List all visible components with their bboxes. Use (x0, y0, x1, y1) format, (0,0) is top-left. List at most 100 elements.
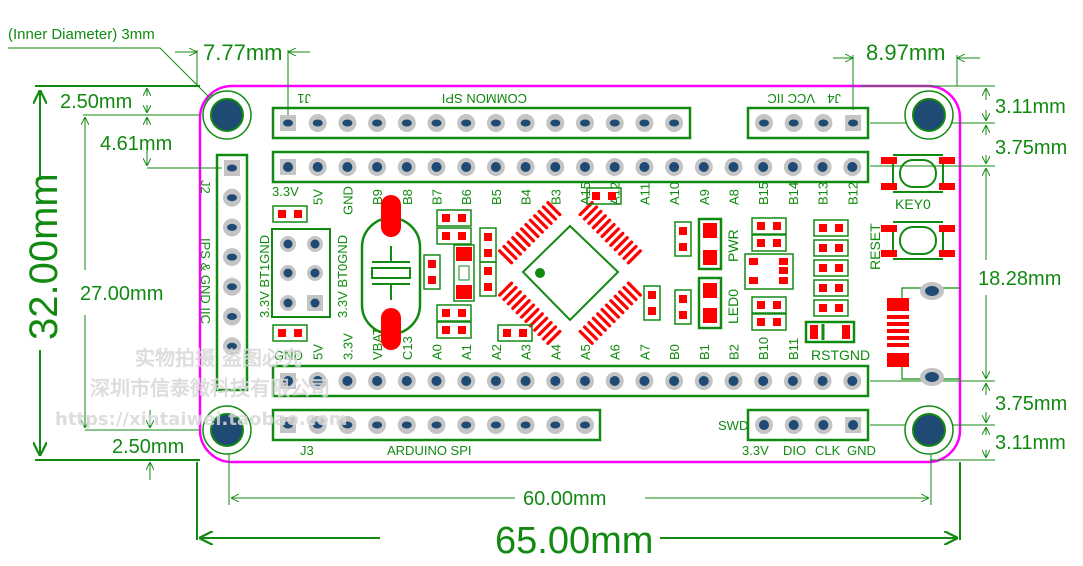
capacitor (436, 209, 472, 227)
top-row-pin (665, 158, 684, 176)
bottom-row-pin (694, 372, 713, 390)
mcu-lqfp48 (498, 201, 642, 345)
j3-pin (486, 416, 505, 434)
mcu-pin (498, 281, 514, 297)
bottom-row-pin (457, 372, 476, 390)
capacitor (272, 324, 308, 342)
j1-ref: J1 (297, 91, 311, 106)
top-row-pin-label: B3 (548, 189, 563, 205)
top-row-pin-label: B9 (370, 189, 385, 205)
j3-pin (280, 417, 296, 433)
watermark-line-3: https://xintaiwei.taobao.com (55, 409, 347, 430)
bottom-row-pin (813, 372, 832, 390)
hole-to-j2-label: 4.61mm (100, 133, 172, 155)
mcu-pin (609, 231, 625, 247)
user-led-label: LED0 (725, 289, 741, 324)
top-row-pin (280, 159, 296, 175)
j4-label: VCC IIC (767, 91, 815, 106)
mcu-pin (528, 312, 544, 328)
mcu-pin (596, 312, 612, 328)
reset-button (881, 221, 955, 260)
j1-pin (486, 114, 505, 132)
mcu-pin (537, 209, 553, 225)
bottom-row-pin (635, 372, 654, 390)
mcu-pin (541, 325, 558, 341)
j2-ref: J2 (198, 180, 213, 194)
swd-pin-label-clk: CLK (815, 443, 841, 458)
mcu-pin (626, 281, 642, 297)
hole-spacing-horizontal-label: 60.00mm (523, 488, 606, 510)
boot1-label: 3.3V BT1GND (257, 235, 272, 318)
swd-pin (814, 416, 833, 434)
j4-header (746, 106, 870, 140)
bottom-row-pin-label: B10 (756, 337, 771, 360)
top-row-pin-label: B8 (400, 189, 415, 205)
bottom-row-pin (280, 373, 296, 389)
j1-pin (546, 114, 565, 132)
bottom-hole-left-offset-label: 2.50mm (112, 436, 184, 458)
j1-header (271, 106, 692, 140)
top-row-pin (397, 158, 416, 176)
j2-pin (223, 337, 241, 356)
top-row-pin-label: B7 (430, 189, 445, 205)
crystal (360, 195, 422, 350)
j3-pin (368, 416, 387, 434)
mcu-pin (618, 240, 634, 256)
j2-header (215, 153, 249, 392)
top-row-pin-label: 5V (311, 189, 326, 205)
pwr-led (697, 217, 723, 271)
mcu-pin (582, 325, 599, 341)
bottom-row-pin (338, 372, 357, 390)
j4-pin (845, 115, 862, 131)
j4-offset-label: 8.97mm (866, 40, 945, 65)
swd-pin (845, 417, 862, 433)
top-hole-left-offset-label: 2.50mm (60, 91, 132, 113)
j1-pin (368, 114, 387, 132)
swd-pin-label-dio: DIO (783, 443, 806, 458)
j1-pin (427, 114, 446, 132)
mcu-pin (519, 227, 536, 243)
top-row-pin (605, 158, 624, 176)
capacitor (423, 254, 441, 290)
bottom-row-pin-label: A5 (578, 344, 593, 360)
swd-header (746, 408, 870, 442)
swd-pin-label-3v3: 3.3V (742, 443, 769, 458)
j2-pin (224, 160, 240, 176)
mounting-hole-bottom-left (202, 405, 252, 455)
boot0-label: 3.3V BT0GND (335, 235, 350, 318)
j4-pin (755, 114, 773, 132)
board-width-label: 65.00mm (495, 520, 653, 562)
resistor (674, 289, 692, 325)
bottom-row-pin-label: A1 (459, 344, 474, 360)
diode (453, 244, 475, 302)
bottom-row-pin-label: A3 (519, 344, 534, 360)
bottom-row-pin (754, 372, 773, 390)
rst-gnd-label: RSTGND (811, 347, 870, 363)
bottom-row-pin (783, 372, 802, 390)
mcu-pin (604, 227, 621, 243)
j3-pin (516, 416, 535, 434)
bottom-pin-row (271, 364, 870, 398)
top-row-pin (427, 158, 446, 176)
j1-pin (338, 114, 357, 132)
bottom-row-pin (665, 372, 684, 390)
j1-pin (576, 114, 594, 132)
top-row-pin (546, 158, 565, 176)
mcu-pin (533, 316, 549, 332)
j3-pin (576, 416, 594, 434)
bottom-row-pin-label: 3.3V (340, 333, 355, 360)
j1-pin (635, 114, 654, 132)
mcu-pin (511, 294, 527, 310)
j3-pin (457, 416, 476, 434)
top-row-pin (576, 158, 594, 176)
top-row-pin (516, 158, 535, 176)
mcu-pin (587, 209, 603, 225)
board-outline (198, 84, 962, 464)
mcu-pin (546, 329, 562, 345)
pwr-led-label: PWR (725, 229, 741, 262)
bottom-row-pin (427, 372, 446, 390)
bottom-row-pin-label: 5V (311, 344, 326, 360)
mcu-pin (498, 249, 514, 265)
j3-pin (427, 416, 446, 434)
mcu-pin (591, 316, 607, 332)
